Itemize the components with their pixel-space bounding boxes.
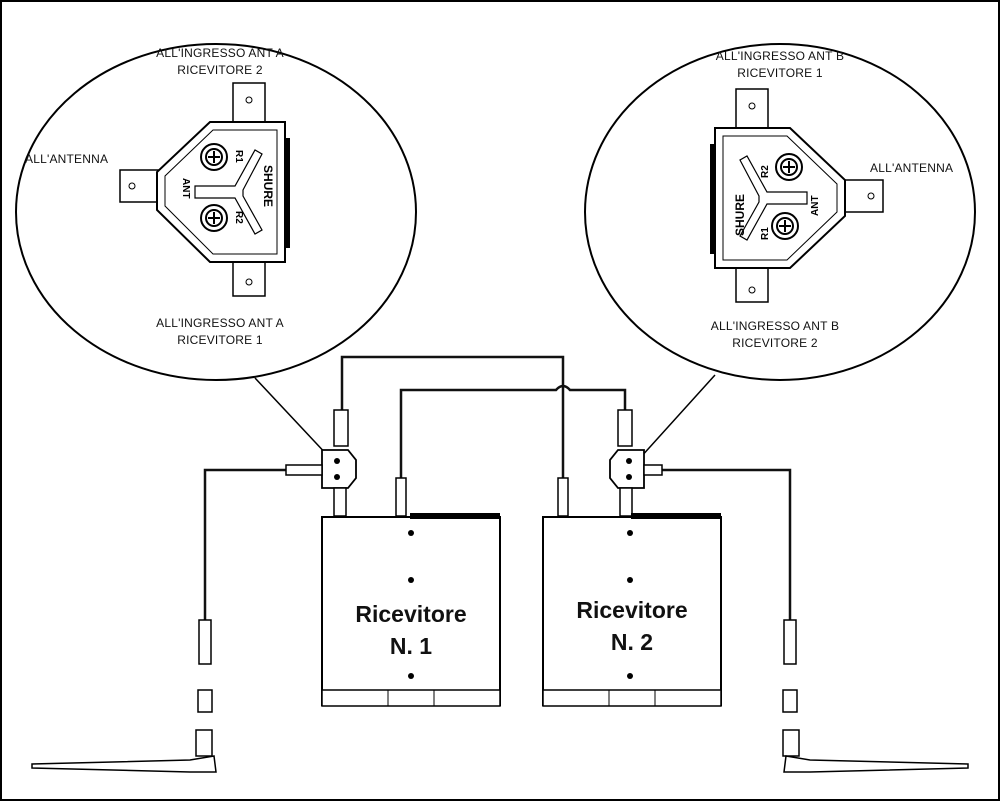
left-leader-line xyxy=(254,377,331,459)
left-splitter-small xyxy=(285,409,357,517)
left-splitter-r1-text: R1 xyxy=(233,150,244,163)
right-splitter-small xyxy=(609,409,663,517)
right-side-label: ALL'ANTENNA xyxy=(870,161,954,175)
right-splitter-r1-text: R1 xyxy=(760,227,771,240)
right-top-line2: RICEVITORE 1 xyxy=(737,66,823,80)
right-leader-line xyxy=(639,374,716,459)
left-bottom-label: ALL'INGRESSO ANT A RICEVITORE 1 xyxy=(140,315,300,349)
right-bottom-line2: RICEVITORE 2 xyxy=(732,336,818,350)
receiver-2-title-line1: Ricevitore xyxy=(576,597,688,623)
left-splitter-closeup: ANT R1 R2 SHURE xyxy=(119,82,290,297)
receiver-connectors xyxy=(395,477,569,517)
receiver-1-body xyxy=(321,513,501,707)
left-splitter-ant-text: ANT xyxy=(180,178,191,199)
right-antenna xyxy=(782,619,969,773)
receiver-2-title-line2: N. 2 xyxy=(610,629,654,655)
interconnect-cables xyxy=(203,355,792,640)
left-bottom-line1: ALL'INGRESSO ANT A xyxy=(156,316,284,330)
receiver-1-title-line1: Ricevitore xyxy=(355,601,467,627)
right-bottom-line1: ALL'INGRESSO ANT B xyxy=(710,319,840,333)
right-bottom-label: ALL'INGRESSO ANT B RICEVITORE 2 xyxy=(695,318,855,352)
right-top-label: ALL'INGRESSO ANT B RICEVITORE 1 xyxy=(700,48,860,82)
right-top-line1: ALL'INGRESSO ANT B xyxy=(715,49,845,63)
receiver-1-title: Ricevitore N. 1 xyxy=(322,598,500,662)
left-top-line1: ALL'INGRESSO ANT A xyxy=(156,46,284,60)
receiver-1-title-line2: N. 1 xyxy=(389,633,433,659)
left-antenna xyxy=(31,619,217,773)
left-top-label: ALL'INGRESSO ANT A RICEVITORE 2 xyxy=(140,45,300,79)
left-side-label: ALL'ANTENNA xyxy=(25,152,109,166)
left-bottom-line2: RICEVITORE 1 xyxy=(177,333,263,347)
left-splitter-brand-text: SHURE xyxy=(261,165,275,207)
right-splitter-ant-text: ANT xyxy=(810,195,821,216)
right-splitter-closeup: ANT R2 R1 SHURE xyxy=(710,88,884,303)
right-splitter-brand-text: SHURE xyxy=(733,194,747,236)
receiver-2-body xyxy=(542,513,722,707)
left-top-line2: RICEVITORE 2 xyxy=(177,63,263,77)
left-splitter-r2-text: R2 xyxy=(233,211,244,224)
right-splitter-r2-text: R2 xyxy=(760,165,771,178)
receiver-2-title: Ricevitore N. 2 xyxy=(543,594,721,658)
